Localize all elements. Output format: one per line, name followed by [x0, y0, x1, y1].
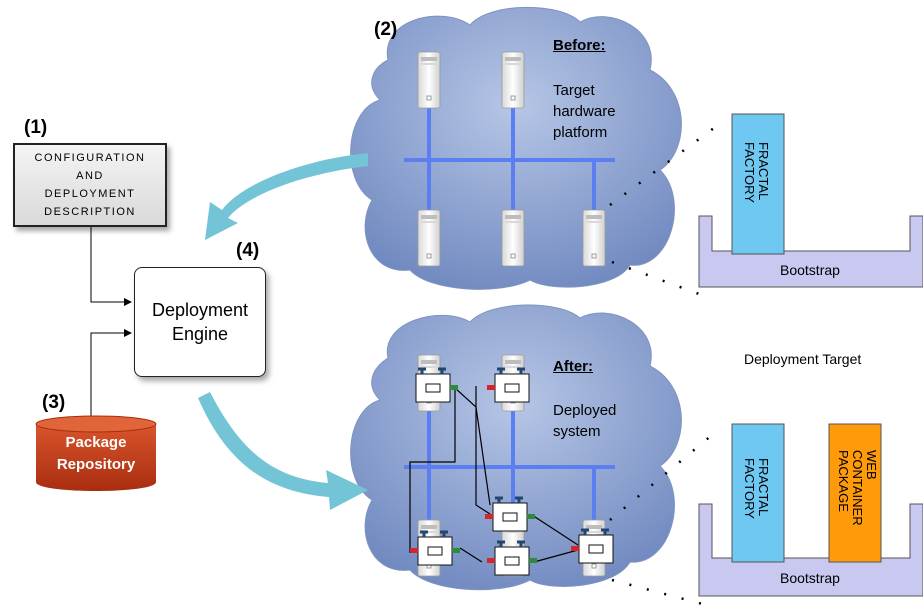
fractal-factory-label: FRACTAL FACTORY: [742, 458, 771, 519]
component-icon: [487, 540, 537, 577]
before-line: platform: [553, 124, 608, 141]
before-network: [404, 108, 615, 210]
label-line: FACTORY: [742, 142, 757, 203]
fractal-factory-label: FRACTAL FACTORY: [742, 142, 771, 203]
repository-cylinder: [35, 415, 157, 491]
label-line: FACTORY: [742, 458, 757, 519]
flow-arrows: [198, 153, 368, 510]
component-bindings: [409, 386, 579, 563]
server-icon: [417, 209, 441, 267]
component-icon: [571, 528, 615, 565]
config-line: deployment: [44, 188, 136, 200]
step-number-4: (4): [236, 240, 260, 261]
server-icon: [582, 209, 606, 267]
step-number-1: (1): [24, 117, 48, 138]
deployment-target-label: Deployment Target: [744, 351, 862, 367]
after-description: Deployed system: [553, 400, 616, 442]
after-heading: After:: [553, 358, 593, 375]
config-line: and: [76, 170, 104, 182]
label-line: CONTAINER: [850, 450, 865, 526]
before-description: Target hardware platform: [553, 80, 616, 143]
server-icon: [501, 51, 525, 109]
server-icon: [501, 209, 525, 267]
repo-line: Package: [65, 434, 127, 451]
component-icon: [410, 530, 460, 567]
engine-line: Engine: [171, 324, 229, 344]
deployed-components: [410, 367, 615, 577]
label-line: WEB: [864, 450, 879, 480]
before-heading: Before:: [553, 37, 606, 54]
component-icon: [487, 367, 531, 404]
label-line: PACKAGE: [836, 450, 851, 512]
step-number-2: (2): [374, 19, 398, 40]
step-number-3: (3): [42, 392, 66, 413]
bootstrap-label: Bootstrap: [780, 262, 840, 278]
label-line: FRACTAL: [756, 458, 771, 517]
component-icon: [485, 496, 535, 533]
engine-line: Deployment: [151, 300, 249, 320]
deployment-engine-box: Deployment Engine: [134, 267, 266, 377]
label-line: FRACTAL: [756, 142, 771, 201]
repo-line: Repository: [56, 456, 136, 473]
config-line: description: [44, 206, 136, 218]
input-connectors: [90, 225, 132, 420]
config-line: Configuration: [34, 152, 146, 164]
before-line: Target: [553, 82, 595, 99]
before-line: hardware: [553, 103, 616, 120]
after-line: Deployed: [553, 402, 617, 419]
package-repository-label: Package Repository: [36, 432, 156, 476]
component-icon: [414, 367, 458, 404]
after-line: system: [553, 423, 601, 440]
stack-bottom: [698, 423, 923, 597]
web-container-package-label: WEB CONTAINER PACKAGE: [836, 450, 879, 526]
stack-top: [698, 113, 923, 288]
after-network: [404, 410, 615, 520]
bootstrap-label: Bootstrap: [780, 570, 840, 586]
config-description-box: Configuration and deployment description: [13, 143, 167, 227]
server-icon: [417, 51, 441, 109]
